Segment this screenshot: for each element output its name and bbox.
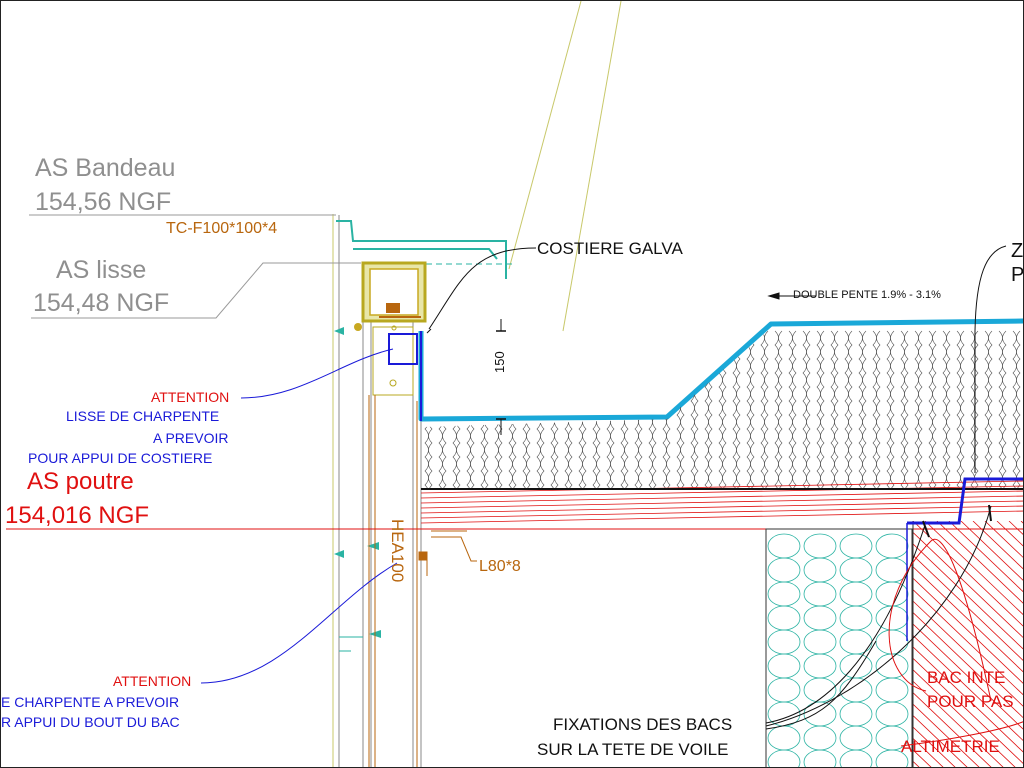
charpente-note-1: E CHARPENTE A PREVOIR (1, 694, 180, 710)
bac-note-2: POUR PAS (927, 692, 1014, 711)
roof-insulation (424, 330, 1021, 489)
teal-flashing (334, 220, 516, 652)
tube-profile-label: TC-F100*100*4 (166, 220, 278, 237)
concrete-hatch (913, 521, 1023, 767)
attention-2: ATTENTION (113, 673, 192, 689)
as-lisse-label: AS lisse (56, 256, 147, 284)
lisse-note-3: POUR APPUI DE COSTIERE (28, 450, 213, 466)
black-leaders (426, 245, 1007, 730)
slope-label: DOUBLE PENTE 1.9% - 3.1% (793, 289, 941, 301)
as-poutre-label: AS poutre (27, 468, 134, 495)
fixations-note-2: SUR LA TETE DE VOILE (537, 740, 729, 759)
lisse-note-1: LISSE DE CHARPENTE (66, 408, 220, 424)
steel-deck (420, 480, 1023, 524)
angle-label: L80*8 (479, 558, 521, 575)
bracket-plate (372, 325, 414, 396)
blue-leaders (200, 348, 398, 684)
altimetrie-note: ALTIMETRIE (901, 737, 1000, 756)
as-bandeau-level: 154,56 NGF (35, 188, 172, 216)
angle-l80 (431, 530, 477, 562)
olive-guide-lines (332, 1, 622, 767)
dimension-150: 150 (492, 351, 507, 373)
wall-insulation (767, 533, 909, 767)
charpente-note-2: R APPUI DU BOUT DU BAC (1, 714, 180, 730)
as-lisse-level: 154,48 NGF (33, 289, 170, 317)
bac-note-1: BAC INTE (927, 668, 1006, 687)
lisse-note-2: A PREVOIR (153, 430, 229, 446)
p-partial-label: P (1011, 264, 1024, 286)
lisse-profile (388, 333, 418, 365)
costiere-label: COSTIERE GALVA (537, 239, 683, 258)
steel-tube (354, 261, 427, 331)
wall-insulation-outline (765, 528, 913, 767)
gutter-profile (906, 477, 1023, 641)
red-leaders (888, 538, 1023, 747)
gray-leaders (29, 214, 361, 319)
hea100-label: HEA100 (388, 519, 407, 583)
z-partial-label: Z (1011, 240, 1024, 262)
as-poutre-level: 154,016 NGF (5, 502, 150, 529)
as-bandeau-label: AS Bandeau (35, 154, 176, 182)
attention-1: ATTENTION (151, 389, 230, 405)
fixations-note-1: FIXATIONS DES BACS (553, 715, 733, 734)
